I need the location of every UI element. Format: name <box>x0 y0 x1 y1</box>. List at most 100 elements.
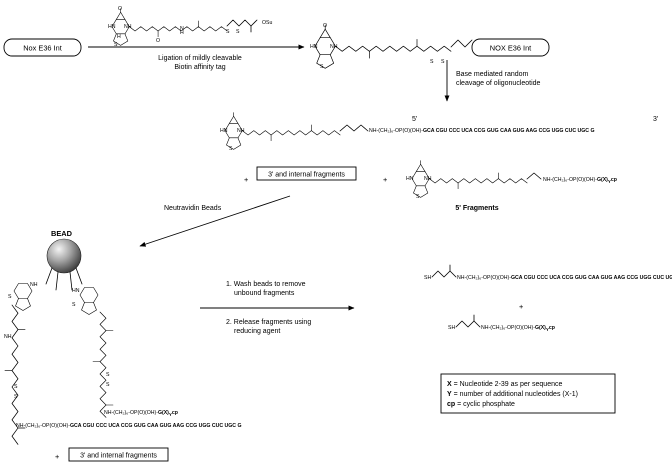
step2-line1: Base mediated random <box>456 71 529 78</box>
bead-right-s-label: S <box>72 302 76 308</box>
bead-left-sequence: GCA CGU CCC UCA CCG GUG CAA GUG AAG CCG … <box>70 423 242 429</box>
legend-x-text: = Nucleotide 2-39 as per sequence <box>452 381 563 388</box>
fragments-row: + 3' and internal fragments + HN NH S NH… <box>244 160 617 212</box>
legend-y-key: Y <box>447 391 452 398</box>
reactant-label: Nox E36 Int <box>23 44 62 53</box>
frag-cp: cp <box>611 177 617 183</box>
released-cp: cp <box>549 325 555 331</box>
plus-3: + <box>519 302 523 311</box>
released-full-linker: NH-(CH₂)₆-OP(O)(OH)- <box>457 275 511 281</box>
reagent-o-label: O <box>118 6 122 12</box>
plus-2: + <box>383 175 387 184</box>
thiol-label-2: SH <box>448 325 455 331</box>
plus-1: + <box>244 175 248 184</box>
legend-x-key: X <box>447 381 452 388</box>
product-hn-label: HN <box>310 44 318 50</box>
full-chain-linker: NH-(CH₂)₆-OP(O)(OH)- <box>369 128 423 134</box>
legend-cp: cp = cyclic phosphate <box>447 401 515 408</box>
released-short-seq: G(X) <box>535 325 546 331</box>
product-o-label: O <box>323 23 327 29</box>
reagent-nh-label: NH <box>124 24 132 30</box>
five-prime-label: 5' <box>412 116 417 123</box>
step1-line2: Biotin affinity tag <box>174 64 225 71</box>
tagged-product: HN NH O S S S NOX E36 Int <box>310 23 550 70</box>
step1-arrow: Ligation of mildly cleavable Biotin affi… <box>88 44 305 71</box>
bead <box>46 238 82 274</box>
release-line2: reducing agent <box>234 328 280 335</box>
bead-left-linker: NH-(CH₂)₆-OP(O)(OH)- <box>16 423 70 429</box>
bead-right-s2-label: S <box>106 372 110 378</box>
product-s2-label: S <box>430 59 434 65</box>
full-s-label: S <box>229 146 233 152</box>
reagent-s3-label: S <box>236 29 240 35</box>
product-box <box>471 38 550 57</box>
product-nh-label: NH <box>330 44 338 50</box>
product-s-label: S <box>320 64 324 70</box>
bead-right-hn-label: HN <box>72 288 80 294</box>
full-sequence: GCA CGU CCC UCA CCG GUG CAA GUG AAG CCG … <box>423 128 595 134</box>
legend: X = Nucleotide 2-39 as per sequence Y = … <box>440 373 616 414</box>
bead-left-s3-label: S <box>14 394 18 400</box>
released-full-chain: NH-(CH₂)₆-OP(O)(OH)-GCA CGU CCC UCA CCG … <box>457 275 672 281</box>
bead-right-y-sub: Y <box>169 412 172 417</box>
released-products: SH NH-(CH₂)₆-OP(O)(OH)-GCA CGU CCC UCA C… <box>424 264 672 332</box>
fragments-box-label: 3' and internal fragments <box>268 172 345 179</box>
legend-cp-text: = cyclic phosphate <box>455 401 515 408</box>
legend-box <box>440 373 616 414</box>
reagent-o2-label: O <box>156 38 160 44</box>
bead-right-linker: NH-(CH₂)₆-OP(O)(OH)- <box>104 410 158 416</box>
release-line1: 2. Release fragments using <box>226 319 311 326</box>
frag-s-label: S <box>416 194 420 200</box>
bottom-fragments: + 3' and internal fragments <box>55 447 169 462</box>
bead-left-nh-label: NH <box>30 282 38 288</box>
plus-4: + <box>55 452 59 461</box>
released-y-sub: Y <box>546 327 549 332</box>
wash-line1: 1. Wash beads to remove <box>226 281 306 288</box>
frag-chain-text: NH-(CH₂)₆-OP(O)(OH)-G(X)Ycp <box>543 177 617 184</box>
bottom-fragments-box <box>68 447 169 462</box>
frag-hn-label: HN <box>406 176 414 182</box>
step2-line2: cleavage of oligonucleotide <box>456 80 541 87</box>
frag-nh-label: NH <box>424 176 432 182</box>
fragments-box <box>256 166 357 181</box>
five-prime-fragments-label: 5' Fragments <box>455 205 498 212</box>
reagent-ester-label: OSu <box>262 20 272 26</box>
bead-left-s2-label: S <box>14 384 18 390</box>
reagent-s-label: S <box>114 42 118 48</box>
step1-line1: Ligation of mildly cleavable <box>158 55 242 62</box>
bead-right-s3-label: S <box>106 382 110 388</box>
frag-short-seq: G(X) <box>597 177 608 183</box>
legend-x: X = Nucleotide 2-39 as per sequence <box>447 381 562 388</box>
reagent-structure: HN NH O H S O H N S S OSu <box>108 6 272 48</box>
frag-chain-linker: NH-(CH₂)₆-OP(O)(OH)- <box>543 177 597 183</box>
bead-right-cp: cp <box>172 410 178 416</box>
bead-left-nh2-label: NH <box>4 334 12 340</box>
bottom-fragments-label: 3' and internal fragments <box>80 453 157 460</box>
bead-complex: BEAD NH S NH S S NH-(CH₂)₆-OP(O)(OH)-GCA… <box>4 229 242 445</box>
bead-label: BEAD <box>51 229 73 238</box>
product-s3-label: S <box>441 59 445 65</box>
bead-right-seq: G(X) <box>158 410 169 416</box>
bead-right-chain: NH-(CH₂)₆-OP(O)(OH)-G(X)Ycp <box>104 410 178 417</box>
reagent-amide-n-label: N <box>180 26 184 32</box>
neutravidin-label: Neutravidin Beads <box>164 205 222 212</box>
bead-left-s-label: S <box>8 294 12 300</box>
reagent-amide-h-label: H <box>180 30 184 36</box>
legend-y: Y = number of additional nucleotides (X-… <box>447 391 578 398</box>
reactant-box <box>3 38 82 57</box>
product-label: NOX E36 Int <box>490 44 532 53</box>
reagent-s2-label: S <box>226 29 230 35</box>
legend-y-text: = number of additional nucleotides (X-1) <box>452 391 578 398</box>
bead-left-chain: NH-(CH₂)₆-OP(O)(OH)-GCA CGU CCC UCA CCG … <box>16 423 242 429</box>
neutravidin-arrow: Neutravidin Beads <box>139 195 291 247</box>
reagent-hn-label: HN <box>108 24 116 30</box>
three-prime-label: 3' <box>653 116 658 123</box>
full-nh-label: NH <box>237 128 245 134</box>
reactant: Nox E36 Int <box>3 38 82 57</box>
step2-arrow: Base mediated random cleavage of oligonu… <box>444 60 541 102</box>
released-full-sequence: GCA CGU CCC UCA CCG GUG CAA GUG AAG CCG … <box>511 275 672 281</box>
wash-release-arrow: 1. Wash beads to remove unbound fragment… <box>200 281 355 335</box>
legend-cp-key: cp <box>447 401 455 408</box>
released-short-chain: NH-(CH₂)₆-OP(O)(OH)-G(X)Ycp <box>481 325 555 332</box>
